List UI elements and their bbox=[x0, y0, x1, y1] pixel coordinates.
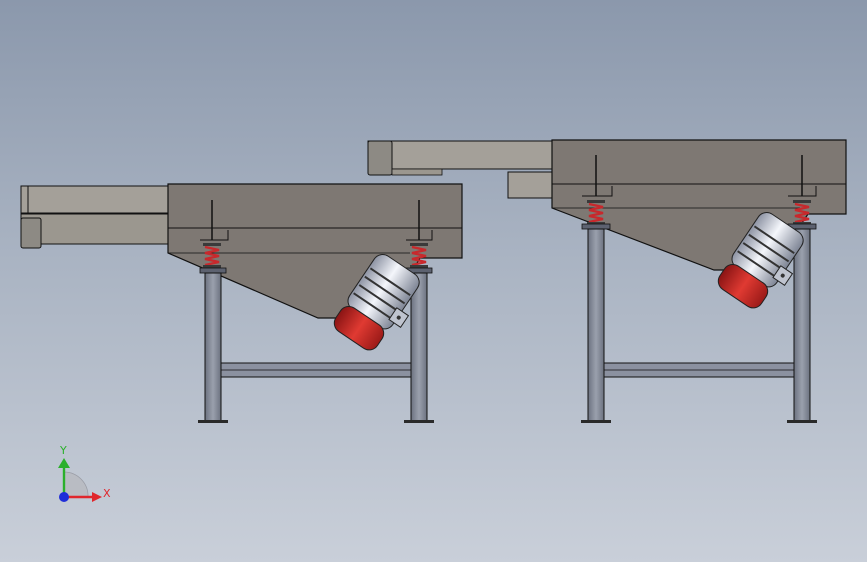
y-axis-label: Y bbox=[59, 444, 67, 457]
y-arrowhead-icon bbox=[58, 458, 70, 468]
right-support-frame bbox=[581, 223, 817, 423]
x-axis-label: X bbox=[103, 487, 111, 500]
left-support-frame bbox=[198, 267, 434, 423]
left-vibration-motor bbox=[333, 254, 420, 351]
coordinate-triad[interactable]: Y X bbox=[58, 444, 111, 502]
z-axis-dot-icon bbox=[59, 492, 69, 502]
right-vibration-motor bbox=[717, 212, 804, 309]
triad-plane-arc bbox=[63, 471, 89, 498]
left-vibrating-screen bbox=[20, 183, 463, 423]
left-inlet-chute bbox=[20, 185, 170, 249]
right-vibrating-screen bbox=[367, 139, 847, 423]
right-inlet-chute bbox=[367, 140, 553, 199]
x-arrowhead-icon bbox=[92, 492, 102, 502]
